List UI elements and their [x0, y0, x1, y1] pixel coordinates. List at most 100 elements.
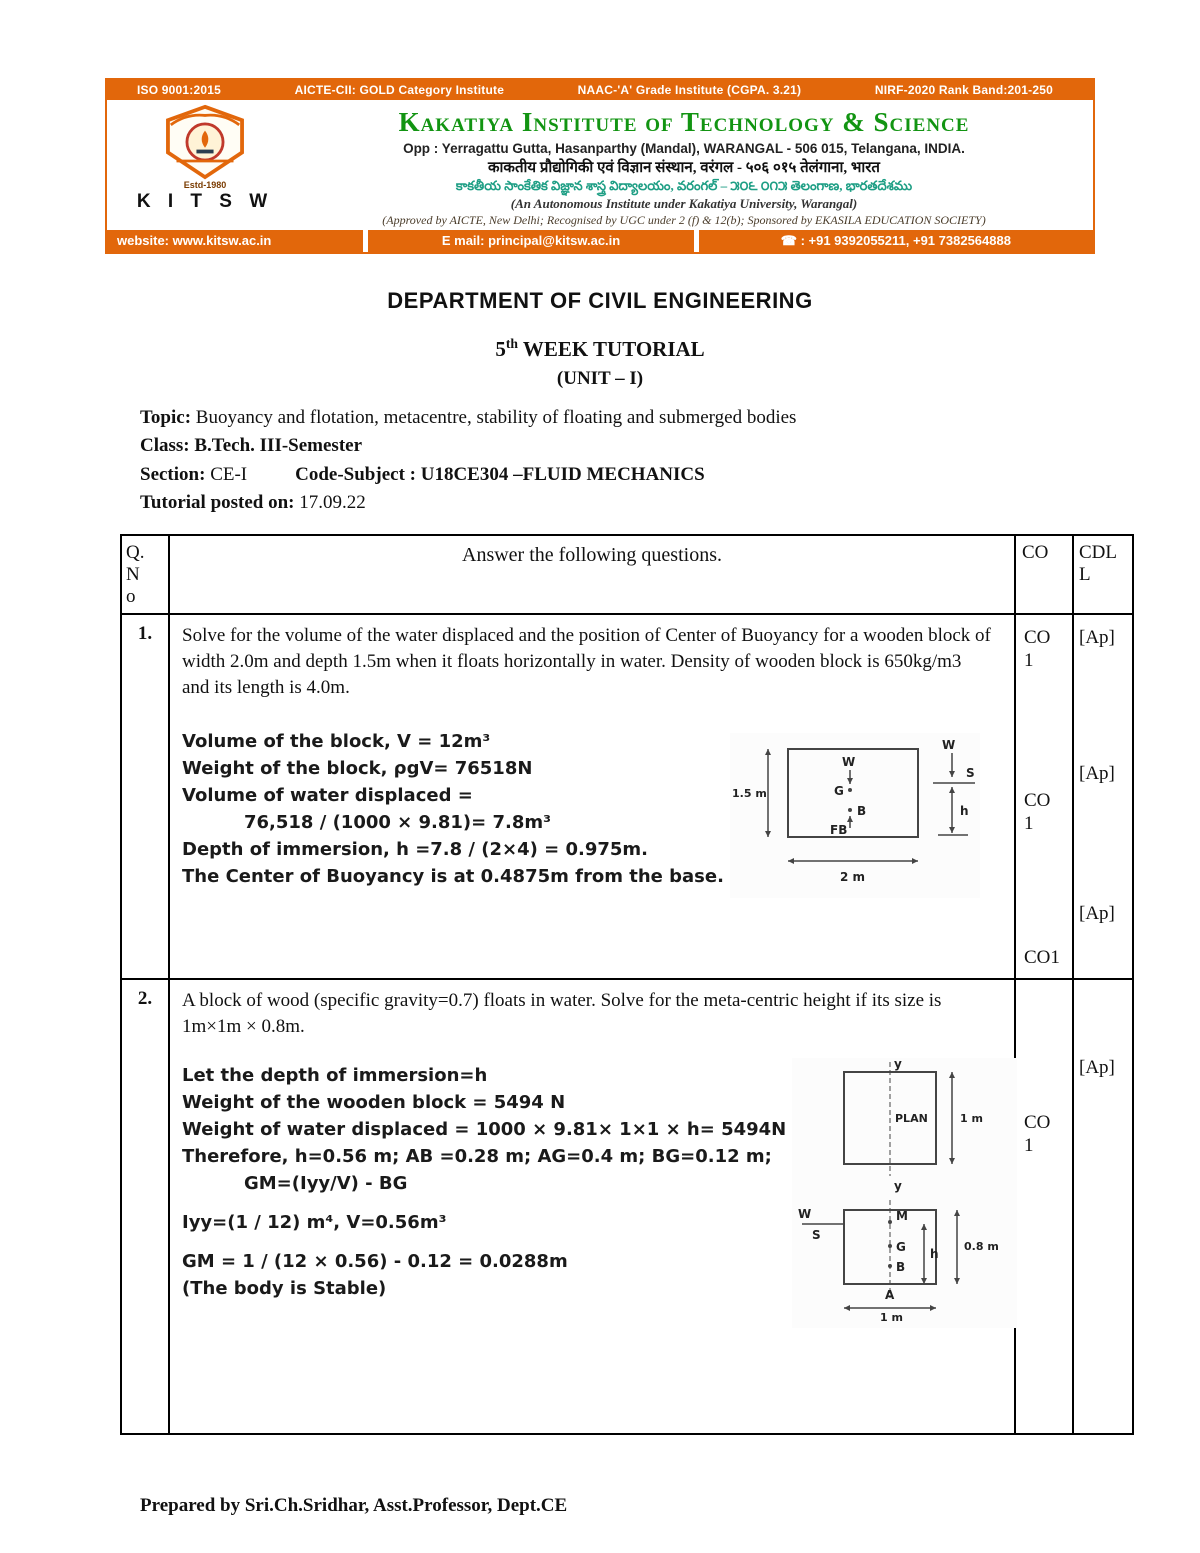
solution-line: Iyy=(1 / 12) m⁴, V=0.56m³: [182, 1211, 447, 1233]
institute-logo: Estd-1980 K I T S W: [125, 104, 285, 228]
institute-name: Kakatiya Institute of Technology & Scien…: [398, 107, 970, 137]
co-badge: CO 1: [1024, 1112, 1051, 1157]
institute-name-telugu: కాకతీయ సాంకేతిక విజ్ఞాన శాస్త్ర విద్యాలయ…: [455, 178, 913, 194]
question-text: Solve for the volume of the water displa…: [182, 625, 991, 698]
banner-item-iso: ISO 9001:2015: [137, 83, 221, 97]
solution-line: Weight of the wooden block = 5494 N: [182, 1091, 566, 1113]
class-line: Class: B.Tech. III-Semester: [140, 432, 1200, 461]
email-link[interactable]: E mail: principal@kitsw.ac.in: [368, 229, 694, 252]
co-badge: CO 1: [1024, 627, 1051, 672]
question-number: 2.: [120, 978, 170, 1436]
solution-line: Therefore, h=0.56 m; AB =0.28 m; AG=0.4 …: [182, 1145, 772, 1167]
header-co: CO: [1014, 533, 1074, 616]
diagram2-y-mid-label: y: [894, 1179, 902, 1193]
cdl-badge: [Ap]: [1079, 763, 1115, 785]
questions-table: Q. N o Answer the following questions. C…: [120, 533, 1134, 1436]
kitsw-lettering: K I T S W: [136, 191, 274, 212]
topic-value: Buoyancy and flotation, metacentre, stab…: [191, 406, 797, 428]
institute-header: ISO 9001:2015 AICTE-CII: GOLD Category I…: [105, 78, 1095, 254]
diagram2-a-label: A: [885, 1288, 895, 1302]
institute-text-block: Kakatiya Institute of Technology & Scien…: [285, 104, 1083, 228]
diagram2-y-top-label: y: [894, 1058, 902, 1071]
solution-line: Volume of water displaced =: [182, 785, 473, 807]
tutorial-meta: Topic: Buoyancy and flotation, metacentr…: [140, 404, 1200, 518]
institute-address: Opp : Yerragattu Gutta, Hasanparthy (Man…: [403, 140, 965, 156]
table-header-row: Q. N o Answer the following questions. C…: [120, 533, 1134, 616]
solution-line: Weight of water displaced = 1000 × 9.81×…: [182, 1118, 787, 1140]
diagram1-g-label: G: [834, 784, 844, 798]
posted-value: 17.09.22: [294, 492, 366, 514]
diagram2-m-label: M: [896, 1209, 908, 1223]
kitsw-emblem-icon: [166, 104, 244, 180]
diagram2-g-label: G: [896, 1240, 906, 1254]
diagram1-b-label: B: [857, 804, 866, 818]
question-cell-1: Solve for the volume of the water displa…: [168, 613, 1016, 981]
header-cdl: CDL L: [1072, 533, 1134, 616]
posted-line: Tutorial posted on: 17.09.22: [140, 489, 1200, 518]
solution-line: 76,518 / (1000 × 9.81)= 7.8m³: [244, 812, 552, 834]
question-number: 1.: [120, 613, 170, 981]
co-badge: CO1: [1024, 947, 1060, 969]
solution-block-1: Volume of the block, V = 12m³ Weight of …: [182, 728, 782, 890]
solution-block-2: Let the depth of immersion=h Weight of t…: [182, 1062, 792, 1302]
diagram2-b-label: B: [896, 1260, 905, 1274]
cdl-cell-2: [Ap]: [1072, 978, 1134, 1436]
week-number: 5: [495, 336, 506, 361]
contact-strip: website: www.kitsw.ac.in E mail: princip…: [107, 229, 1093, 252]
solution-line: GM=(Iyy/V) - BG: [244, 1172, 408, 1194]
banner-item-naac: NAAC-'A' Grade Institute (CGPA. 3.21): [577, 83, 802, 97]
header-qno: Q. N o: [120, 533, 170, 616]
week-title: 5th WEEK TUTORIAL: [0, 336, 1200, 362]
prepared-by-footer: Prepared by Sri.Ch.Sridhar, Asst.Profess…: [140, 1495, 568, 1517]
autonomous-line: (An Autonomous Institute under Kakatiya …: [510, 195, 858, 211]
question-cell-2: A block of wood (specific gravity=0.7) f…: [168, 978, 1017, 1436]
diagram1-s-label: S: [966, 766, 975, 780]
block-flotation-diagram: W G B FB 1.5 m 2 m W: [730, 733, 980, 899]
solution-line: Let the depth of immersion=h: [182, 1064, 488, 1086]
table-row: 2. A block of wood (specific gravity=0.7…: [120, 978, 1134, 1436]
posted-label: Tutorial posted on:: [140, 492, 295, 514]
topic-line: Topic: Buoyancy and flotation, metacentr…: [140, 404, 1200, 433]
cdl-badge: [Ap]: [1079, 1057, 1115, 1079]
estd-label: Estd-1980: [183, 180, 227, 190]
week-title-rest: WEEK TUTORIAL: [517, 336, 705, 361]
banner-item-aicte: AICTE-CII: GOLD Category Institute: [294, 83, 505, 97]
cdl-cell-1: [Ap] [Ap] [Ap]: [1072, 613, 1134, 981]
diagram2-s-label: S: [812, 1228, 821, 1242]
diagram2-plan-label: PLAN: [895, 1112, 928, 1125]
solution-line: Volume of the block, V = 12m³: [182, 731, 491, 753]
header-main: Estd-1980 K I T S W Kakatiya Institute o…: [107, 100, 1093, 230]
class-label: Class:: [140, 435, 190, 457]
metacentre-diagram: y PLAN 1 m y W S M G: [792, 1057, 1017, 1329]
co-cell-1: CO 1 CO 1 CO1: [1014, 613, 1074, 981]
question-text: A block of wood (specific gravity=0.7) f…: [182, 990, 942, 1038]
cdl-badge: [Ap]: [1079, 627, 1115, 649]
diagram2-h-label: h: [930, 1247, 939, 1261]
co-cell-2: CO 1: [1014, 978, 1074, 1436]
solution-line: Depth of immersion, h =7.8 / (2×4) = 0.9…: [182, 839, 649, 861]
solution-line: The Center of Buoyancy is at 0.4875m fro…: [182, 866, 724, 888]
header-question: Answer the following questions.: [168, 533, 1016, 616]
code-subject-value: : U18CE304 –FLUID MECHANICS: [404, 463, 705, 485]
diagram1-fb-label: FB: [830, 823, 847, 837]
phone-numbers: ☎ : +91 9392055211, +91 7382564888: [698, 229, 1093, 252]
diagram1-height-dim: 1.5 m: [732, 787, 767, 800]
cdl-badge: [Ap]: [1079, 903, 1115, 925]
diagram2-bottom-dim: 1 m: [880, 1311, 903, 1323]
solution-line: Weight of the block, ρgV= 76518N: [182, 758, 533, 780]
diagram1-width-dim: 2 m: [840, 870, 865, 884]
section-value: CE-I: [205, 463, 248, 485]
institute-name-hindi: काकतीय प्रौद्योगिकी एवं विज्ञान संस्थान,…: [488, 159, 880, 176]
code-subject-label: Code-Subject: [295, 463, 405, 485]
diagram2-height-dim: 0.8 m: [964, 1240, 999, 1253]
accreditation-banner: ISO 9001:2015 AICTE-CII: GOLD Category I…: [107, 80, 1093, 100]
solution-line: GM = 1 / (12 × 0.56) - 0.12 = 0.0288m: [182, 1250, 568, 1272]
approved-line: (Approved by AICTE, New Delhi; Recognise…: [382, 212, 986, 227]
department-title: DEPARTMENT OF CIVIL ENGINEERING: [387, 287, 813, 313]
banner-item-nirf: NIRF-2020 Rank Band:201-250: [874, 83, 1053, 97]
section-label: Section:: [140, 463, 206, 485]
diagram2-side-dim: 1 m: [960, 1112, 983, 1125]
website-link[interactable]: website: www.kitsw.ac.in: [107, 229, 364, 252]
solution-line: (The body is Stable): [182, 1277, 387, 1299]
